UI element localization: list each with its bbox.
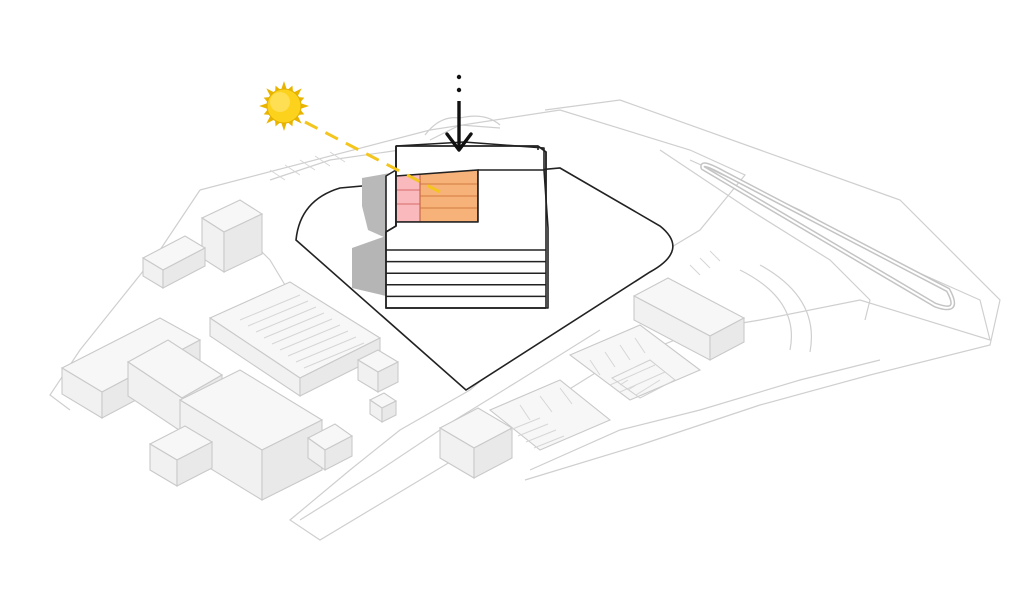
context-building bbox=[200, 199, 264, 274]
down-arrow-icon bbox=[445, 74, 473, 152]
sun-beam bbox=[304, 120, 441, 194]
sun-ray bbox=[298, 97, 305, 103]
sun-ray bbox=[263, 109, 270, 115]
sun-ray bbox=[275, 120, 281, 127]
courtyard-void bbox=[395, 169, 479, 223]
loop-road bbox=[700, 162, 956, 311]
context-building bbox=[178, 369, 324, 501]
sun-ray bbox=[275, 85, 281, 92]
hatched-strip-top bbox=[269, 151, 346, 181]
sun-ray bbox=[287, 120, 293, 127]
sun-ray bbox=[259, 103, 268, 109]
sun-ray bbox=[281, 122, 287, 131]
parking-lot-right bbox=[568, 324, 702, 401]
context-building bbox=[438, 407, 514, 479]
context-building bbox=[148, 425, 214, 487]
parking-lot-left bbox=[208, 281, 382, 398]
context-building bbox=[356, 349, 400, 393]
sun-icon bbox=[259, 81, 309, 131]
sun-ray bbox=[263, 97, 270, 103]
sun-ray bbox=[281, 81, 287, 90]
context-curve-lines bbox=[689, 250, 812, 353]
sun-ray bbox=[298, 109, 305, 115]
context-building bbox=[141, 235, 207, 289]
context-building bbox=[632, 277, 746, 361]
main-building-edges bbox=[385, 145, 547, 309]
sun-ray bbox=[300, 103, 309, 109]
context-building bbox=[306, 423, 354, 472]
parking-lot-bottom bbox=[488, 379, 612, 451]
sun-ray bbox=[287, 85, 293, 92]
context-behind-building bbox=[424, 115, 501, 141]
context-building bbox=[368, 392, 398, 424]
